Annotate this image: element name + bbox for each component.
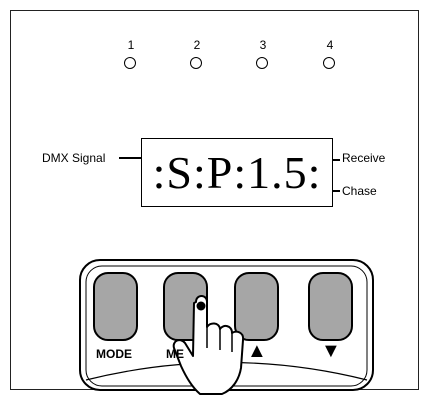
led-indicator-1 [124, 57, 136, 69]
display-readout: :S:P:1.5: [152, 147, 322, 198]
down-button[interactable] [308, 272, 353, 341]
hand-pointer-icon [172, 295, 245, 395]
mode-button[interactable] [93, 272, 138, 341]
led-indicator-4 [323, 57, 335, 69]
led-number-4: 4 [326, 38, 334, 52]
receive-label: Receive [342, 151, 386, 165]
down-arrow-icon: ▼ [321, 340, 341, 362]
mode-button-label: MODE [96, 347, 132, 361]
led-indicator-3 [256, 57, 268, 69]
led-number-3: 3 [259, 38, 267, 52]
chase-label: Chase [342, 184, 377, 198]
dmx-signal-label: DMX Signal [42, 151, 106, 165]
up-arrow-icon: ▲ [247, 340, 267, 362]
segment-display: :S:P:1.5: [141, 138, 333, 207]
led-indicator-2 [190, 57, 202, 69]
led-number-1: 1 [127, 38, 135, 52]
menu-button-label: ME [166, 347, 184, 361]
led-number-2: 2 [193, 38, 201, 52]
up-button[interactable] [234, 272, 279, 341]
